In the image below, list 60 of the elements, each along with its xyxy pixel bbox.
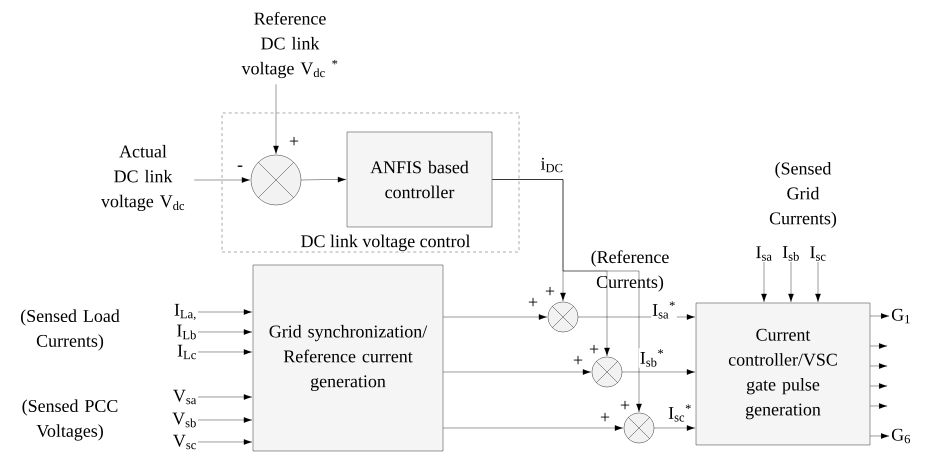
arrow xyxy=(198,439,252,445)
block-box: Current controller/VSC gate pulse generation xyxy=(696,302,870,446)
sign-label: + xyxy=(600,412,610,422)
summing-junction xyxy=(548,302,578,332)
sign-label: + xyxy=(290,136,298,146)
sign-label: + xyxy=(528,298,538,306)
arrow xyxy=(492,179,642,412)
signal-label: G$_{6}$ xyxy=(892,428,910,444)
signal-label: I$_{sc}$ xyxy=(810,246,826,261)
arrow xyxy=(198,394,252,400)
summing-junction xyxy=(250,154,302,206)
signal-label: Actual DC link voltage V$_{dc}$ xyxy=(100,144,184,212)
arrow xyxy=(761,262,767,302)
arrow xyxy=(870,363,888,369)
arrow xyxy=(198,309,252,315)
sign-label: + xyxy=(590,344,598,354)
edge-label: I$_{sb}$* xyxy=(638,348,666,368)
block-box: Grid synchronization/ Reference current generation xyxy=(252,264,444,452)
arrow xyxy=(194,177,250,183)
sign-label: + xyxy=(620,400,630,410)
arrow xyxy=(273,84,279,154)
signal-label: I$_{La,}$ xyxy=(174,304,196,320)
block-box: ANFIS based controller xyxy=(346,132,492,228)
signal-label: V$_{sa}$ xyxy=(173,390,196,404)
arrow xyxy=(443,369,592,375)
arrow xyxy=(654,425,696,431)
arrow xyxy=(443,314,548,320)
summing-junction xyxy=(624,412,654,444)
edge-label: I$_{sc}$* xyxy=(667,403,693,423)
arrow xyxy=(870,433,890,439)
arrow xyxy=(198,329,252,335)
arrow xyxy=(443,425,624,431)
signal-label: Reference DC link voltage V$_{dc}$ * xyxy=(242,12,338,78)
arrow xyxy=(870,383,888,389)
arrow xyxy=(870,403,888,409)
signal-label: V$_{sb}$ xyxy=(172,412,196,428)
arrow xyxy=(815,262,821,302)
signal-label: I$_{sa}$ xyxy=(756,246,772,261)
sign-label: + xyxy=(546,286,554,296)
signal-label: I$_{Lb}$ xyxy=(177,324,196,340)
arrow xyxy=(301,176,346,182)
arrow xyxy=(870,313,890,319)
signal-label: V$_{sc}$ xyxy=(173,434,196,450)
sign-label: - xyxy=(238,166,242,167)
annotation: (Sensed PCC Voltages) xyxy=(22,399,118,441)
signal-label: G$_{1}$ xyxy=(892,308,910,324)
summing-junction xyxy=(592,356,622,388)
arrow xyxy=(198,417,252,423)
annotation: (Sensed Load Currents) xyxy=(21,309,120,351)
edge-label: i$_{DC}$ xyxy=(540,156,564,174)
arrow xyxy=(622,369,696,375)
arrow xyxy=(788,262,794,302)
signal-label: I$_{sb}$ xyxy=(782,246,799,261)
arrow xyxy=(198,349,252,355)
arrow xyxy=(870,343,888,349)
sign-label: + xyxy=(574,356,582,364)
edge-label: I$_{sa}$* xyxy=(651,300,677,320)
signal-label: I$_{Lc}$ xyxy=(178,344,196,360)
annotation: (Sensed Grid Currents) xyxy=(770,162,836,228)
annotation: (Reference Currents) xyxy=(591,250,669,292)
